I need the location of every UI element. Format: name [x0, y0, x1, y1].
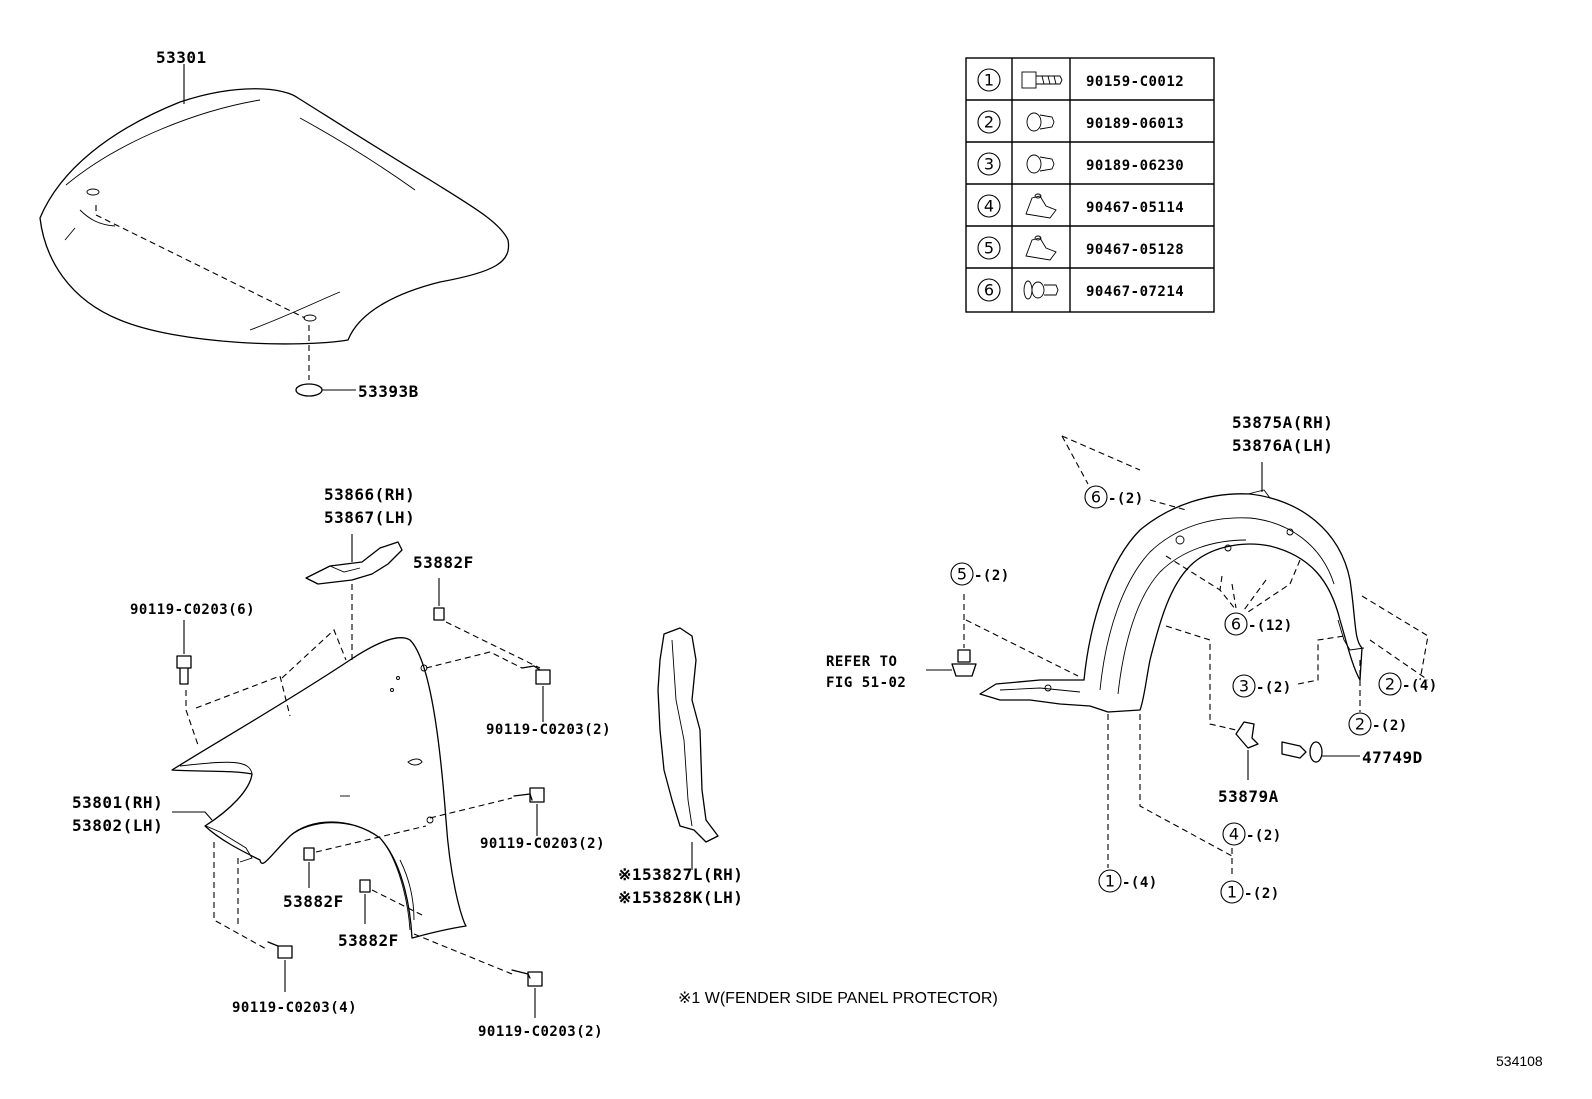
callout-ref: 5	[957, 565, 967, 584]
callout-qty: -(2)	[1244, 886, 1280, 902]
callout-4-6: 4 -(2)	[1222, 822, 1282, 846]
table-partno-1: 90159-C0012	[1086, 74, 1184, 90]
table-ref-3: 3	[984, 155, 994, 174]
table-ref-5: 5	[984, 239, 994, 258]
refer-to-label: REFER TO	[826, 654, 897, 670]
callout-ref: 6	[1231, 615, 1241, 634]
bolt-mid-right	[429, 787, 545, 836]
callout-qty: -(2)	[1256, 680, 1292, 696]
callout-1-8: 1 -(2)	[1220, 880, 1280, 904]
bolt-top-left	[176, 620, 347, 746]
bolt-top-left-label: 90119-C0203(6)	[130, 602, 255, 618]
nut-clip-icon	[1025, 235, 1057, 261]
clip-53882f-top	[433, 578, 541, 669]
retainer-label: 53879A	[1218, 787, 1279, 806]
table-ref-2: 2	[984, 113, 994, 132]
clip-icon	[1026, 154, 1055, 174]
protector-lh-label: ※153828K(LH)	[618, 888, 743, 907]
bolt-icon	[1021, 71, 1063, 89]
bolt-bottom-right-label: 90119-C0203(2)	[478, 1024, 603, 1040]
table-partno-3: 90189-06230	[1086, 158, 1184, 174]
panel-protector-drawing	[657, 627, 719, 870]
callout-qty: -(2)	[1246, 828, 1282, 844]
bolt-bottom-left	[213, 842, 293, 992]
nut-clip-icon	[1025, 193, 1057, 219]
table-partno-2: 90189-06013	[1086, 116, 1184, 132]
liner-lh-label: 53876A(LH)	[1232, 436, 1333, 455]
refer-fig-label: FIG 51-02	[826, 675, 906, 691]
callout-group: 6 -(2) 5 -(2) 6 -(12) 3 -(2) 2 -(4) 2 -(2) 4 -(2) 1 -(4…	[950, 485, 1438, 904]
table-ref-1: 1	[984, 71, 994, 90]
callout-qty: -(4)	[1402, 678, 1438, 694]
protector-rh-label: ※153827L(RH)	[618, 865, 743, 884]
callout-6-2: 6 -(12)	[1224, 612, 1293, 636]
fender-seal-lh-label: 53867(LH)	[324, 508, 415, 527]
callout-qty: -(12)	[1248, 618, 1293, 634]
hood-cushion-label: 53393B	[358, 382, 419, 401]
fender-rh-label: 53801(RH)	[72, 793, 163, 812]
callout-ref: 1	[1227, 883, 1237, 902]
hood-drawing	[39, 64, 510, 397]
bolt-top-right-label: 90119-C0203(2)	[486, 722, 611, 738]
bolt-bottom-left-label: 90119-C0203(4)	[232, 1000, 357, 1016]
retainer-53879a	[1235, 721, 1259, 780]
fender-liner-drawing	[979, 462, 1365, 713]
callout-ref: 3	[1239, 677, 1249, 696]
clip-53882f-mid-label: 53882F	[283, 892, 344, 911]
grommet-47749d	[1281, 741, 1360, 763]
clip-53882f-mid	[303, 825, 427, 888]
fender-seal-drawing	[305, 534, 403, 660]
callout-6-0: 6 -(2)	[1084, 485, 1144, 509]
liner-bolt	[926, 594, 977, 677]
liner-connectors	[965, 435, 1429, 876]
table-partno-5: 90467-05128	[1086, 242, 1184, 258]
clip-53882f-low-label: 53882F	[338, 931, 399, 950]
footnote: ※1 W(FENDER SIDE PANEL PROTECTOR)	[678, 990, 998, 1007]
grommet-label: 47749D	[1362, 748, 1423, 767]
clip-icon	[1026, 112, 1055, 132]
figure-id: 534108	[1496, 1053, 1543, 1069]
table-ref-4: 4	[984, 197, 994, 216]
callout-2-4: 2 -(4)	[1378, 672, 1438, 696]
hood-part-label: 53301	[156, 48, 207, 67]
fender-lh-label: 53802(LH)	[72, 816, 163, 835]
callout-qty: -(2)	[1108, 491, 1144, 507]
callout-ref: 2	[1355, 715, 1365, 734]
callout-qty: -(2)	[974, 568, 1010, 584]
callout-2-5: 2 -(2)	[1348, 712, 1408, 736]
callout-5-1: 5 -(2)	[950, 562, 1010, 586]
fender-drawing	[171, 637, 467, 939]
fastener-table: 1 90159-C0012 2 90189-06013 3 90189-0623…	[965, 57, 1215, 313]
fender-seal-rh-label: 53866(RH)	[324, 485, 415, 504]
clip-53882f-top-label: 53882F	[413, 553, 474, 572]
callout-ref: 1	[1105, 872, 1115, 891]
callout-qty: -(2)	[1372, 718, 1408, 734]
callout-1-7: 1 -(4)	[1098, 869, 1158, 893]
clip-53882f-low	[359, 879, 513, 975]
callout-qty: -(4)	[1122, 875, 1158, 891]
bolt-mid-right-label: 90119-C0203(2)	[480, 836, 605, 852]
table-ref-6: 6	[984, 281, 994, 300]
table-partno-4: 90467-05114	[1086, 200, 1184, 216]
callout-ref: 4	[1229, 825, 1239, 844]
bolt-top-right	[425, 651, 551, 722]
callout-3-3: 3 -(2)	[1232, 674, 1292, 698]
callout-ref: 6	[1091, 488, 1101, 507]
push-clip-icon	[1023, 280, 1059, 300]
liner-rh-label: 53875A(RH)	[1232, 413, 1333, 432]
callout-ref: 2	[1385, 675, 1395, 694]
bolt-bottom-right	[511, 969, 543, 1018]
table-partno-6: 90467-07214	[1086, 284, 1184, 300]
